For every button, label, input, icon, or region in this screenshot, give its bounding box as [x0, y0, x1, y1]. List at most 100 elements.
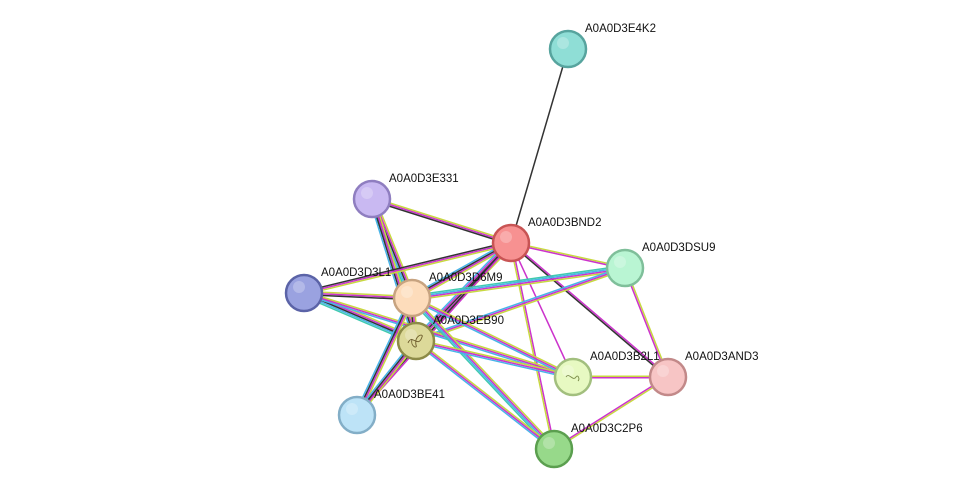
edge-A0A0D3D6M9-A0A0D3B2L1 — [410, 295, 575, 380]
edge-A0A0D3DSU9-A0A0D3AND3 — [623, 267, 670, 378]
nodes-layer — [284, 29, 688, 469]
edge-evidence-line — [510, 243, 625, 270]
edge-evidence-line — [511, 241, 626, 268]
node-highlight — [557, 37, 569, 49]
node-circle[interactable] — [605, 248, 645, 288]
edge-evidence-line — [416, 268, 626, 344]
node-highlight — [405, 329, 417, 341]
node-circle[interactable] — [491, 223, 531, 263]
node-label: A0A0D3B2L1 — [590, 351, 660, 363]
node-A0A0D3E331[interactable] — [352, 179, 392, 219]
edge-A0A0D3DSU9-A0A0D3EB90 — [415, 265, 626, 344]
node-label: A0A0D3DSU9 — [642, 242, 716, 254]
node-highlight — [614, 256, 626, 268]
node-A0A0D3DSU9[interactable] — [605, 248, 645, 288]
edge-evidence-line — [510, 48, 569, 244]
edge-A0A0D3E4K2-A0A0D3BND2 — [510, 48, 569, 244]
edge-A0A0D3D6M9-A0A0D3C2P6 — [409, 295, 557, 452]
edge-evidence-line — [410, 298, 573, 380]
edge-evidence-line — [412, 269, 626, 302]
node-highlight — [293, 281, 305, 293]
edge-A0A0D3BND2-A0A0D3C2P6 — [509, 242, 556, 450]
edge-evidence-line — [416, 338, 574, 377]
edge-evidence-line — [303, 292, 574, 378]
structure-thumbnail-icon — [407, 334, 423, 348]
node-circle[interactable] — [337, 395, 377, 435]
node-circle[interactable] — [284, 273, 324, 313]
edge-evidence-line — [509, 243, 668, 379]
edges-layer — [302, 48, 670, 452]
edge-evidence-line — [415, 265, 625, 341]
edge-evidence-line — [415, 341, 573, 380]
edge-evidence-line — [414, 341, 554, 451]
node-A0A0D3E4K2[interactable] — [548, 29, 588, 69]
edge-evidence-line — [354, 296, 411, 415]
node-circle[interactable] — [648, 357, 688, 397]
edge-evidence-line — [410, 298, 554, 451]
edge-evidence-line — [411, 264, 625, 297]
structure-thumbnail-icon — [565, 375, 580, 382]
edge-A0A0D3AND3-A0A0D3C2P6 — [553, 375, 669, 451]
node-A0A0D3C2P6[interactable] — [534, 429, 574, 469]
edge-evidence-line — [371, 198, 512, 244]
edge-evidence-line — [509, 243, 554, 450]
node-A0A0D3B2L1[interactable] — [553, 357, 593, 397]
node-label: A0A0D3D6M9 — [429, 272, 503, 284]
edge-A0A0D3EB90-A0A0D3B2L1 — [415, 338, 574, 380]
node-label: A0A0D3BE41 — [374, 389, 445, 401]
edge-evidence-line — [625, 267, 670, 377]
node-circle[interactable] — [534, 429, 574, 469]
edge-evidence-line — [510, 242, 574, 378]
edge-evidence-line — [371, 199, 511, 246]
node-highlight — [562, 365, 574, 377]
node-circle[interactable] — [392, 278, 432, 318]
edge-evidence-line — [372, 196, 512, 243]
node-circle[interactable] — [548, 29, 588, 69]
node-highlight — [361, 187, 373, 199]
edge-evidence-line — [554, 377, 669, 451]
edge-evidence-line — [411, 297, 574, 378]
node-highlight — [543, 437, 555, 449]
node-label: A0A0D3C2P6 — [571, 423, 643, 435]
node-label: A0A0D3E331 — [389, 173, 459, 185]
node-A0A0D3D6M9[interactable] — [392, 278, 432, 318]
edge-evidence-line — [415, 340, 555, 450]
edge-evidence-line — [623, 268, 668, 378]
node-label: A0A0D3AND3 — [685, 351, 759, 363]
node-label: A0A0D3D3L1 — [321, 267, 391, 279]
edge-evidence-line — [355, 297, 412, 415]
edge-evidence-line — [416, 339, 556, 449]
edge-evidence-line — [412, 268, 626, 300]
node-A0A0D3BND2[interactable] — [491, 223, 531, 263]
edge-A0A0D3BND2-A0A0D3D3L1 — [303, 240, 512, 296]
edge-A0A0D3E331-A0A0D3BND2 — [371, 196, 512, 246]
node-A0A0D3D3L1[interactable] — [284, 273, 324, 313]
edge-evidence-line — [409, 299, 553, 452]
edge-evidence-line — [415, 267, 626, 342]
node-circle[interactable] — [352, 179, 392, 219]
edge-A0A0D3BND2-A0A0D3B2L1 — [510, 242, 574, 378]
node-label: A0A0D3BND2 — [528, 217, 602, 229]
node-A0A0D3AND3[interactable] — [648, 357, 688, 397]
edge-evidence-line — [415, 340, 574, 378]
edge-evidence-line — [411, 266, 625, 298]
node-highlight — [401, 286, 413, 298]
node-circle[interactable] — [553, 357, 593, 397]
node-label: A0A0D3E4K2 — [585, 23, 656, 35]
node-label: A0A0D3EB90 — [433, 315, 504, 327]
node-highlight — [346, 403, 358, 415]
edge-evidence-line — [357, 298, 414, 416]
labels-layer: A0A0D3E4K2A0A0D3E331A0A0D3BND2A0A0D3DSU9… — [321, 23, 759, 435]
edge-evidence-line — [303, 242, 512, 294]
node-A0A0D3BE41[interactable] — [337, 395, 377, 435]
edge-evidence-line — [304, 243, 512, 296]
edge-A0A0D3BND2-A0A0D3AND3 — [509, 241, 670, 379]
edge-evidence-line — [553, 375, 668, 449]
edge-evidence-line — [511, 242, 556, 449]
edge-evidence-line — [511, 241, 670, 377]
node-highlight — [500, 231, 512, 243]
edge-A0A0D3EB90-A0A0D3C2P6 — [414, 339, 556, 451]
edge-evidence-line — [414, 241, 511, 341]
edge-evidence-line — [303, 240, 511, 293]
